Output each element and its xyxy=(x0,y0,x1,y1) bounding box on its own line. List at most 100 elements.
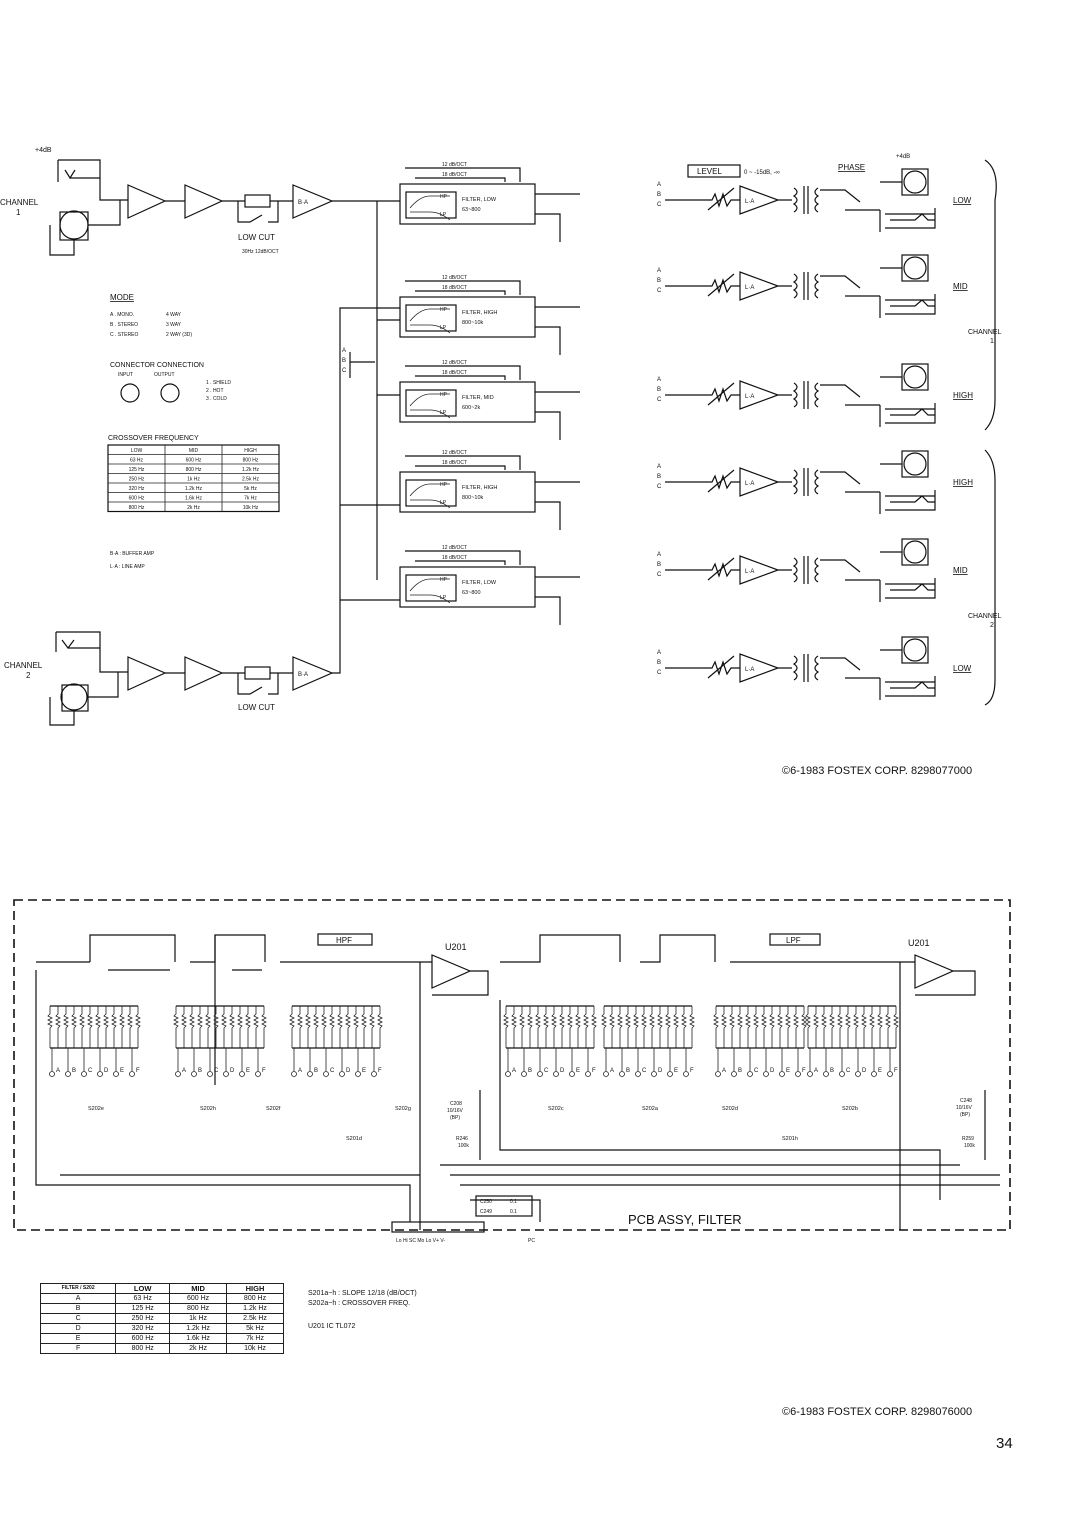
c250-label: C250 xyxy=(480,1199,492,1205)
s202-table-cell: 250 Hz xyxy=(115,1313,171,1324)
ch2-input-wires xyxy=(49,660,128,726)
crossover-cell: 600 Hz xyxy=(186,458,202,464)
ladder-resistor xyxy=(753,1006,759,1048)
c248-l3: (BP) xyxy=(960,1112,970,1118)
slope-12-label: 12 dB/OCT xyxy=(442,162,467,168)
connector-input-label: INPUT xyxy=(118,372,133,378)
out-channel-2-l1: CHANNEL xyxy=(968,613,1002,620)
output-xlr-icon xyxy=(903,170,927,194)
selector-contact xyxy=(887,1071,893,1077)
level-pot-icon xyxy=(705,382,740,406)
switch-label: S202f xyxy=(266,1106,281,1112)
output-label: LOW xyxy=(953,664,972,673)
line-amp xyxy=(739,467,780,497)
ladder-resistor xyxy=(625,1006,631,1048)
selector-contact xyxy=(505,1071,511,1077)
phase-switch xyxy=(820,275,880,297)
selector-contact xyxy=(855,1071,861,1077)
mode-key: B . STEREO xyxy=(110,322,138,328)
phase-switch xyxy=(820,189,880,211)
line-amp xyxy=(739,271,780,301)
ladder-resistor xyxy=(261,1006,267,1048)
filter-out-wires xyxy=(535,576,580,625)
selector-contact xyxy=(255,1071,261,1077)
level-box-label: LEVEL xyxy=(697,167,722,176)
ch2-xlr-frame xyxy=(61,684,89,712)
ladder-resistor xyxy=(761,1006,767,1048)
line-amp-label: L·A xyxy=(745,569,754,575)
ladder-resistor xyxy=(229,1006,235,1048)
crossover-cell: 2k Hz xyxy=(187,505,200,511)
selector-contact xyxy=(223,1071,229,1077)
selector-contact xyxy=(307,1071,313,1077)
ch1-input-wires xyxy=(49,185,128,256)
r259-l2: 100k xyxy=(964,1143,975,1149)
mode-value: 2 WAY (3D) xyxy=(166,332,192,338)
slope-18-label: 18 dB/OCT xyxy=(442,555,467,561)
selector-contact xyxy=(585,1071,591,1077)
s202-table-cell: 5k Hz xyxy=(226,1323,284,1334)
sel-c: C xyxy=(657,397,662,403)
selector-contact xyxy=(113,1071,119,1077)
ladder-resistor xyxy=(559,1006,565,1048)
line-amp-label: L·A xyxy=(745,481,754,487)
hp-label: HP xyxy=(440,577,448,583)
sel-a: A xyxy=(657,268,661,274)
output-xlr-icon xyxy=(903,452,927,476)
crossover-head-cell: LOW xyxy=(131,448,143,454)
filter-out-wires xyxy=(535,391,580,440)
output-xlr-icon xyxy=(903,540,927,564)
output-transformer-icon xyxy=(778,381,820,409)
slope-switch-lines xyxy=(405,365,521,380)
selector-contact xyxy=(747,1071,753,1077)
line-amp xyxy=(739,185,780,215)
output-xlr-frame xyxy=(901,363,929,391)
crossover-title: CROSSOVER FREQUENCY xyxy=(108,435,199,442)
bottom-copyright: ©6-1983 FOSTEX CORP. 8298076000 xyxy=(782,1406,972,1418)
ladder-resistor xyxy=(737,1006,743,1048)
selector-contact xyxy=(823,1071,829,1077)
selector-letter: B xyxy=(72,1068,76,1074)
sel-a: A xyxy=(657,650,661,656)
s202-table-cell: A xyxy=(39,1293,117,1304)
ladder-resistor xyxy=(237,1006,243,1048)
crossover-cell: 1.2k Hz xyxy=(242,467,259,473)
selector-letter: E xyxy=(246,1068,250,1074)
connector-output-label: OUTPUT xyxy=(154,372,175,378)
c249-value: 0.1 xyxy=(510,1209,517,1215)
selector-contact xyxy=(191,1071,197,1077)
sel-c: C xyxy=(657,484,662,490)
line-amp xyxy=(739,653,780,683)
ch2-low-cut-switch xyxy=(237,672,293,695)
channel-2-brace xyxy=(984,449,996,706)
line-amp xyxy=(739,555,780,585)
lp-label: LP xyxy=(440,500,447,506)
ladder-resistor xyxy=(641,1006,647,1048)
filter-outer-box xyxy=(399,183,536,225)
output-transformer-icon xyxy=(778,468,820,496)
s202-table-cell: 800 Hz xyxy=(226,1293,284,1304)
filter-out-wires xyxy=(535,193,580,242)
switch-label: S201d xyxy=(346,1136,362,1142)
selector-letter: F xyxy=(378,1068,382,1074)
output-transformer-icon xyxy=(778,186,820,214)
switch-label: S202b xyxy=(842,1106,858,1112)
filter-range: 600~2k xyxy=(462,405,480,411)
ladder-resistor xyxy=(721,1006,727,1048)
ladder-resistor xyxy=(321,1006,327,1048)
ch2-ba-label: B·A xyxy=(298,672,308,678)
ladder-resistor xyxy=(377,1006,383,1048)
ladder-resistor xyxy=(79,1006,85,1048)
selector-letter: B xyxy=(314,1068,318,1074)
crossover-cell: 2.5k Hz xyxy=(242,477,259,483)
output-label: LOW xyxy=(953,196,972,205)
filter-outer-box xyxy=(399,296,536,338)
level-pot-icon xyxy=(705,469,740,493)
